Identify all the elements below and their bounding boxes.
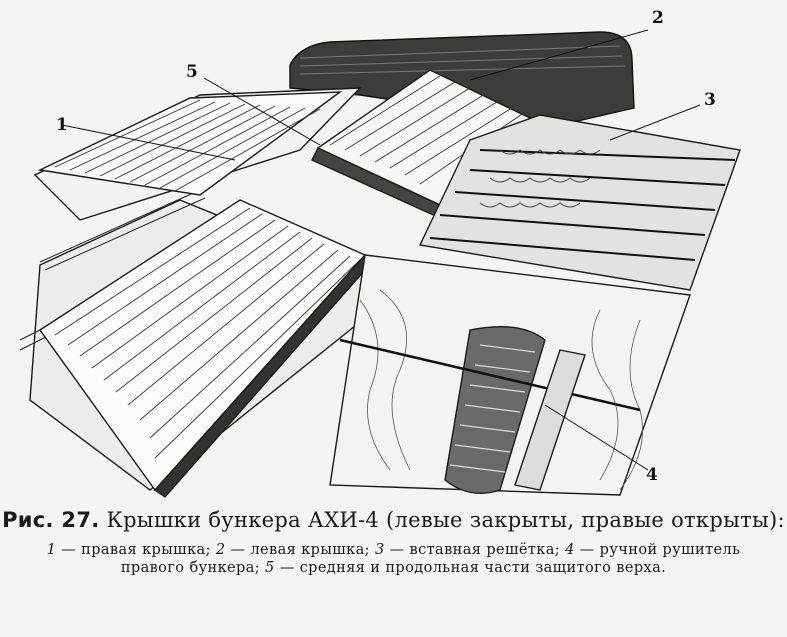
legend-text: — вставная решётка; xyxy=(389,542,561,558)
callout-5: 5 xyxy=(186,62,198,82)
legend-num: 1 xyxy=(46,542,57,558)
legend-item: 2 — левая крышка; xyxy=(216,542,370,558)
figure-caption: Рис. 27. Крышки бункера АХИ-4 (левые зак… xyxy=(0,508,787,577)
legend-text: — левая крышка; xyxy=(230,542,370,558)
caption-title-line: Рис. 27. Крышки бункера АХИ-4 (левые зак… xyxy=(0,508,787,533)
legend-num: 5 xyxy=(265,560,275,576)
caption-prefix: Рис. 27. xyxy=(2,508,100,532)
legend-item: 4 — ручной рушитель правого бункера; xyxy=(121,542,741,576)
callout-1: 1 xyxy=(56,115,68,135)
legend-item: 5 — средняя и продольная части защитого … xyxy=(265,560,666,576)
technical-drawing: 1 2 3 4 5 xyxy=(19,8,741,498)
caption-legend: 1 — правая крышка; 2 — левая крышка; 3 —… xyxy=(0,541,787,577)
callout-3: 3 xyxy=(704,90,716,110)
legend-num: 4 xyxy=(565,542,575,558)
callout-2: 2 xyxy=(652,8,664,28)
callout-4: 4 xyxy=(646,465,658,485)
legend-num: 3 xyxy=(374,542,385,558)
bunker-lids-illustration xyxy=(19,29,741,498)
legend-item: 1 — правая крышка; xyxy=(47,542,211,558)
legend-num: 2 xyxy=(215,542,226,558)
legend-text: — правая крышка; xyxy=(61,542,211,558)
caption-title: Крышки бункера АХИ-4 (левые закрыты, пра… xyxy=(106,508,785,532)
legend-item: 3 — вставная решётка; xyxy=(375,542,560,558)
legend-text: — ручной рушитель правого бункера; xyxy=(120,542,741,576)
legend-text: — средняя и продольная части защитого ве… xyxy=(279,560,667,576)
